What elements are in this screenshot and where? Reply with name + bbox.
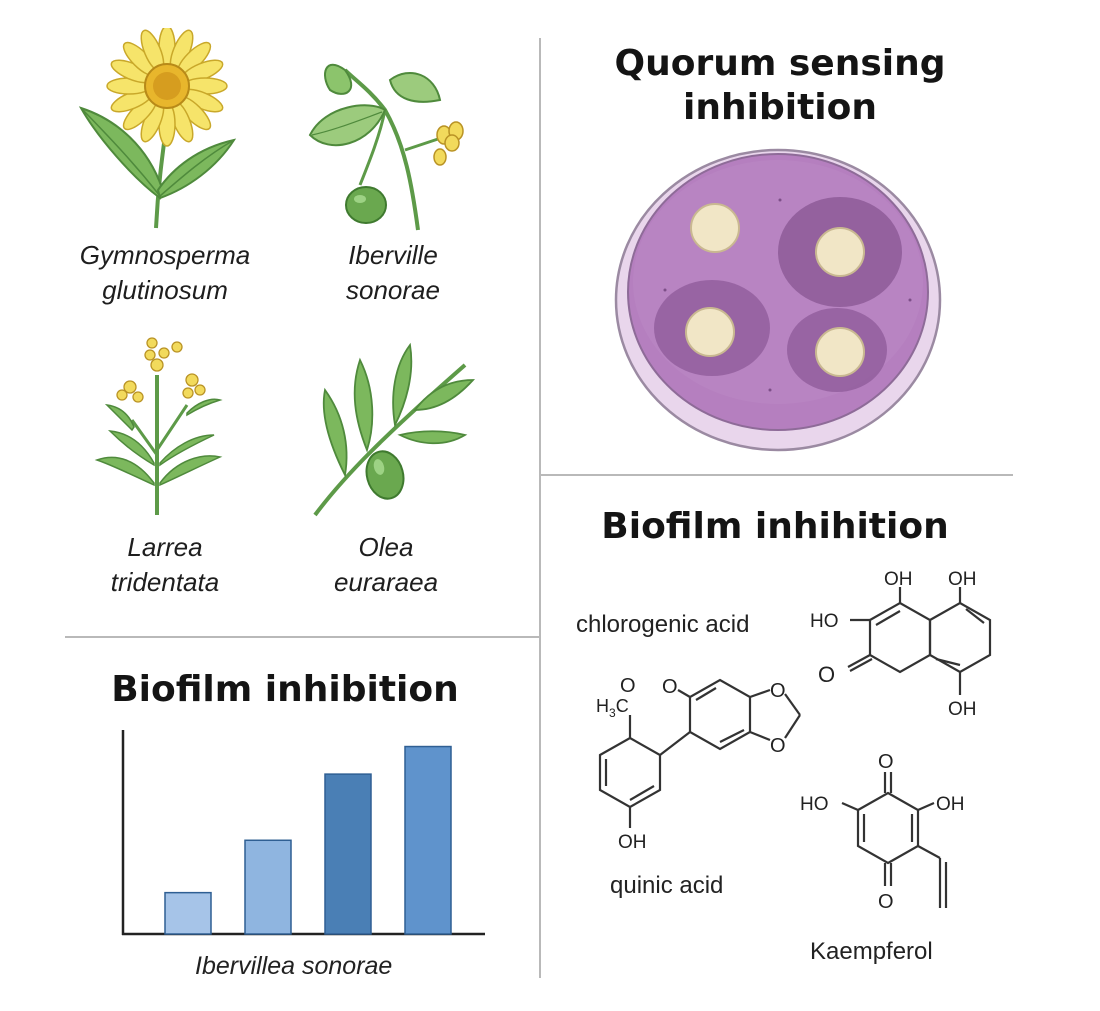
vine-with-green-fruit-icon bbox=[308, 63, 464, 231]
chart-bar-3 bbox=[324, 773, 372, 935]
olive-branch-icon bbox=[313, 342, 475, 517]
atom-o-1: O bbox=[818, 662, 835, 687]
atom-h3c: H3C bbox=[596, 696, 629, 720]
atom-o-5: O bbox=[770, 735, 786, 757]
atom-oh-5: OH bbox=[936, 794, 965, 815]
atom-oh-2: OH bbox=[948, 569, 977, 590]
atom-oh-1: OH bbox=[884, 569, 913, 590]
chart-x-label: Ibervillea sonorae bbox=[195, 952, 393, 980]
atom-o-6: O bbox=[878, 751, 894, 773]
kaempferol-label: Kaempferol bbox=[810, 938, 933, 965]
atom-o-3: O bbox=[662, 676, 678, 698]
petri-dish-icon bbox=[614, 148, 942, 452]
atom-o-4: O bbox=[770, 680, 786, 702]
atom-oh-3: OH bbox=[948, 699, 977, 720]
atom-o-2: O bbox=[620, 675, 636, 697]
flowering-shrub-icon bbox=[94, 337, 223, 515]
atom-ho-2: HO bbox=[800, 794, 829, 815]
chlorogenic-acid-label: chlorogenic acid bbox=[576, 611, 750, 638]
atom-oh-4: OH bbox=[618, 832, 647, 853]
biaryl-structure-icon: H3C O O O O OH bbox=[596, 675, 801, 853]
biofilm-compounds-heading: Biofilm inhihition bbox=[601, 506, 949, 547]
atom-ho-1: HO bbox=[810, 611, 839, 632]
left-horizontal-divider bbox=[65, 636, 539, 638]
chart-bar-2 bbox=[244, 839, 292, 935]
right-horizontal-divider bbox=[541, 474, 1013, 476]
biofilm-bar-chart bbox=[121, 730, 485, 936]
naphthoquinone-structure-icon: OH OH HO O OH bbox=[810, 569, 992, 720]
yellow-daisy-flower-icon bbox=[78, 28, 237, 229]
vertical-divider bbox=[539, 38, 541, 978]
atom-o-7: O bbox=[878, 891, 894, 913]
chart-bar-4 bbox=[404, 745, 452, 935]
biofilm-chart-heading: Biofilm inhibition bbox=[111, 669, 459, 710]
chart-bar-1 bbox=[164, 891, 212, 935]
quinic-acid-label: quinic acid bbox=[610, 872, 724, 899]
quinone-structure-icon: O HO OH O bbox=[800, 751, 965, 913]
